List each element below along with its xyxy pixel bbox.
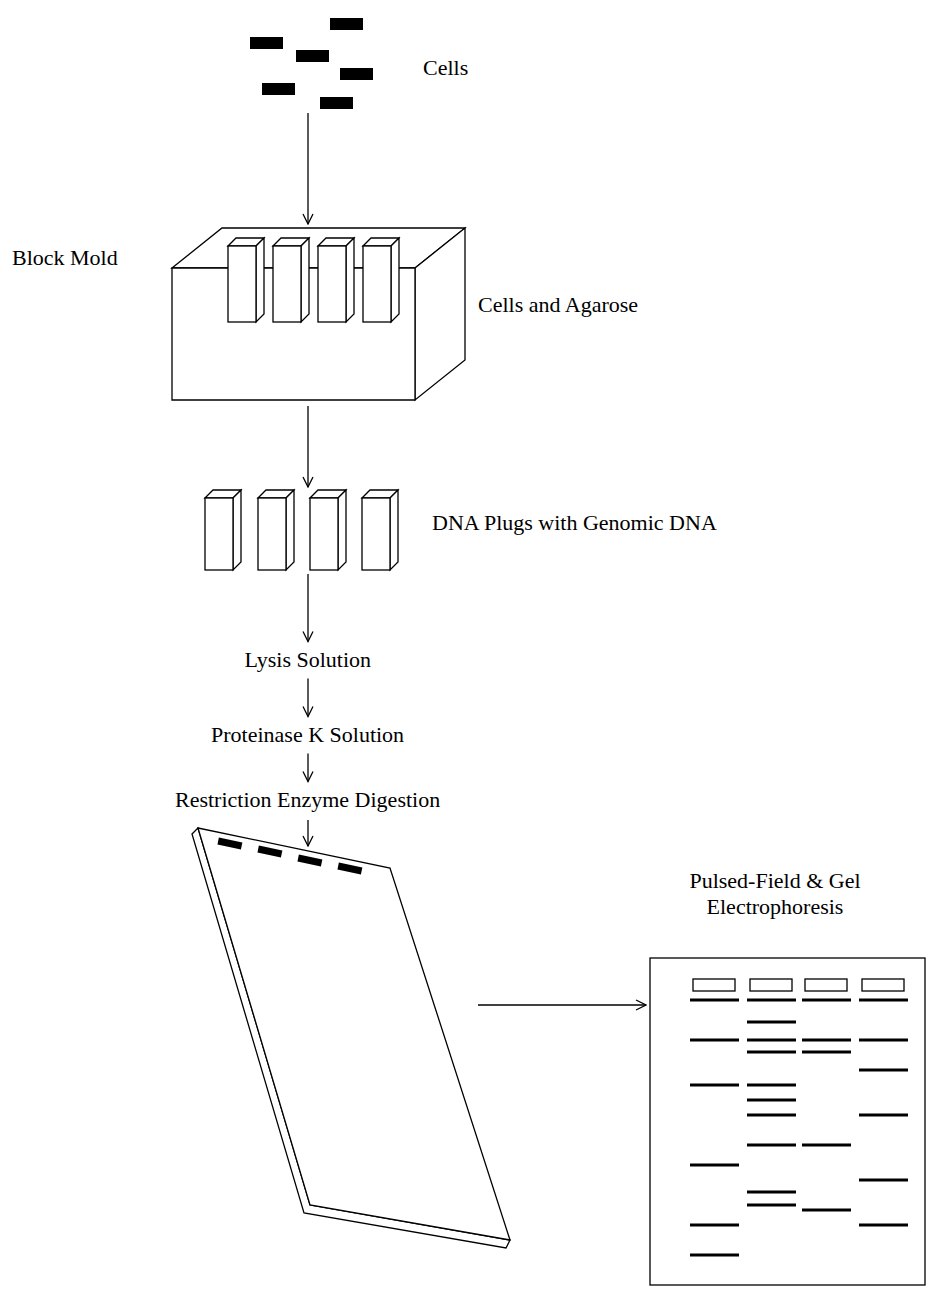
- dna-plug-node: DNA Plugs with Genomic DNA: [200, 488, 820, 573]
- step-label: Proteinase K Solution: [211, 722, 404, 748]
- block-mold: [172, 228, 465, 400]
- text-position: Cells and Agarose: [478, 292, 638, 318]
- step-node: Proteinase K Solution: [207, 718, 409, 753]
- agarose-plug: [228, 238, 399, 322]
- gel-image: [650, 958, 925, 1285]
- text-position: DNA Plugs with Genomic DNA: [432, 510, 717, 536]
- figure-label: Cells: [423, 55, 468, 81]
- figure-label: Block Mold: [12, 245, 118, 271]
- text-position: Lysis Solution: [245, 647, 372, 673]
- step-node: Lysis Solution: [241, 643, 376, 678]
- flow-arrow: [307, 820, 308, 846]
- text-position: Block Mold: [12, 245, 118, 271]
- figure-label: Cells and Agarose: [478, 292, 638, 318]
- cell-cluster: [250, 18, 373, 109]
- gel-result-node: Pulsed-Field & Gel Electrophoresis: [648, 866, 926, 1288]
- cells-node: Cells: [245, 12, 485, 112]
- flow-arrow: [478, 1004, 646, 1005]
- step-label: Lysis Solution: [245, 647, 372, 673]
- block-mold-node: Block MoldCells and Agarose: [10, 225, 700, 405]
- figure-label: DNA Plugs with Genomic DNA: [432, 510, 717, 536]
- gel-slab: [192, 828, 510, 1248]
- dna-band: [690, 979, 908, 1255]
- flow-arrow: [307, 406, 308, 487]
- step-label: Restriction Enzyme Digestion: [175, 787, 440, 813]
- text-position: Restriction Enzyme Digestion: [175, 787, 440, 813]
- text-position: Cells: [423, 55, 468, 81]
- step-node: Restriction Enzyme Digestion: [171, 783, 445, 818]
- text-position: Proteinase K Solution: [211, 722, 404, 748]
- flow-arrow: [307, 754, 308, 782]
- flow-arrow: [307, 574, 308, 642]
- flow-arrow: [307, 113, 308, 224]
- dna-plug: [205, 490, 398, 570]
- gel-well: [217, 838, 362, 875]
- heading-label: Pulsed-Field & Gel Electrophoresis: [675, 868, 875, 921]
- text-position: Pulsed-Field & Gel Electrophoresis: [675, 868, 875, 921]
- flow-arrow: [307, 679, 308, 717]
